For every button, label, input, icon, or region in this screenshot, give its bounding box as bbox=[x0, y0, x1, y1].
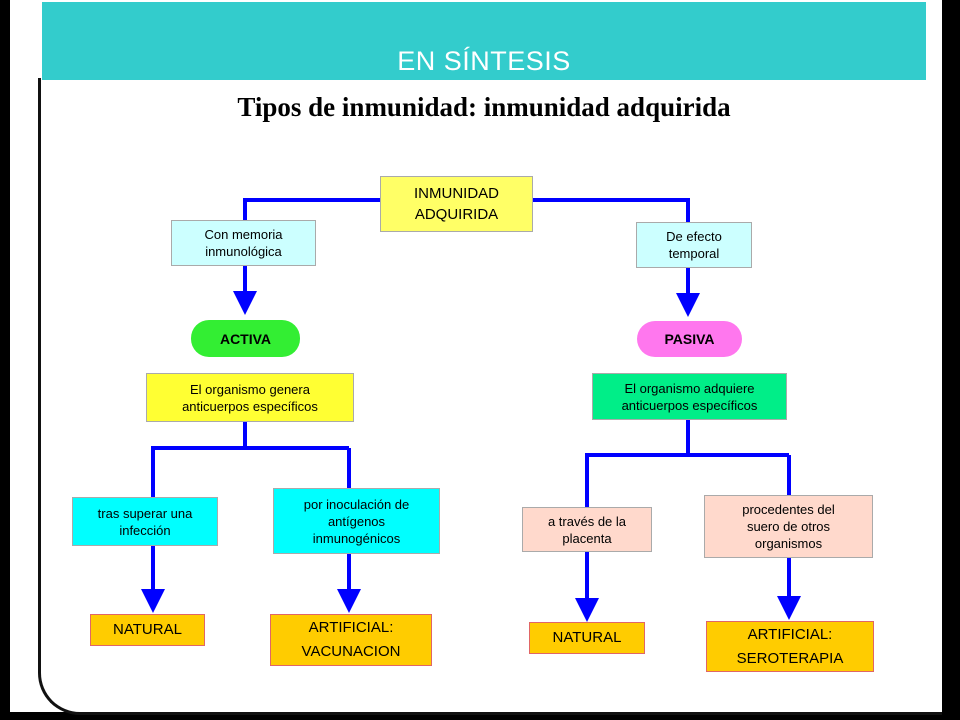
right-edge bbox=[942, 0, 960, 720]
right-result-artificial: ARTIFICIAL: SEROTERAPIA bbox=[706, 621, 874, 672]
right-condition-box: De efecto temporal bbox=[636, 222, 752, 268]
pasiva-pill: PASIVA bbox=[637, 321, 742, 357]
left-source-natural-box: tras superar una infección bbox=[72, 497, 218, 546]
left-result-natural: NATURAL bbox=[90, 614, 205, 646]
root-box: INMUNIDAD ADQUIRIDA bbox=[380, 176, 533, 232]
left-source-artificial-box: por inoculación de antígenos inmunogénic… bbox=[273, 488, 440, 554]
activa-pill: ACTIVA bbox=[191, 320, 300, 357]
connector-pasiva-split bbox=[585, 420, 690, 507]
header-title: EN SÍNTESIS bbox=[397, 46, 571, 76]
diagram-title: Tipos de inmunidad: inmunidad adquirida bbox=[237, 92, 731, 122]
right-description-box: El organismo adquiere anticuerpos especí… bbox=[592, 373, 787, 420]
header-bar bbox=[42, 2, 926, 80]
left-description-box: El organismo genera anticuerpos específi… bbox=[146, 373, 354, 422]
left-result-artificial: ARTIFICIAL: VACUNACION bbox=[270, 614, 432, 666]
connector-root-left bbox=[243, 198, 380, 220]
left-condition-box: Con memoria inmunológica bbox=[171, 220, 316, 266]
right-source-natural-box: a través de la placenta bbox=[522, 507, 652, 552]
right-result-natural: NATURAL bbox=[529, 622, 645, 654]
connector-root-right bbox=[533, 198, 690, 222]
right-source-artificial-box: procedentes del suero de otros organismo… bbox=[704, 495, 873, 558]
connector-activa-split bbox=[151, 422, 247, 497]
